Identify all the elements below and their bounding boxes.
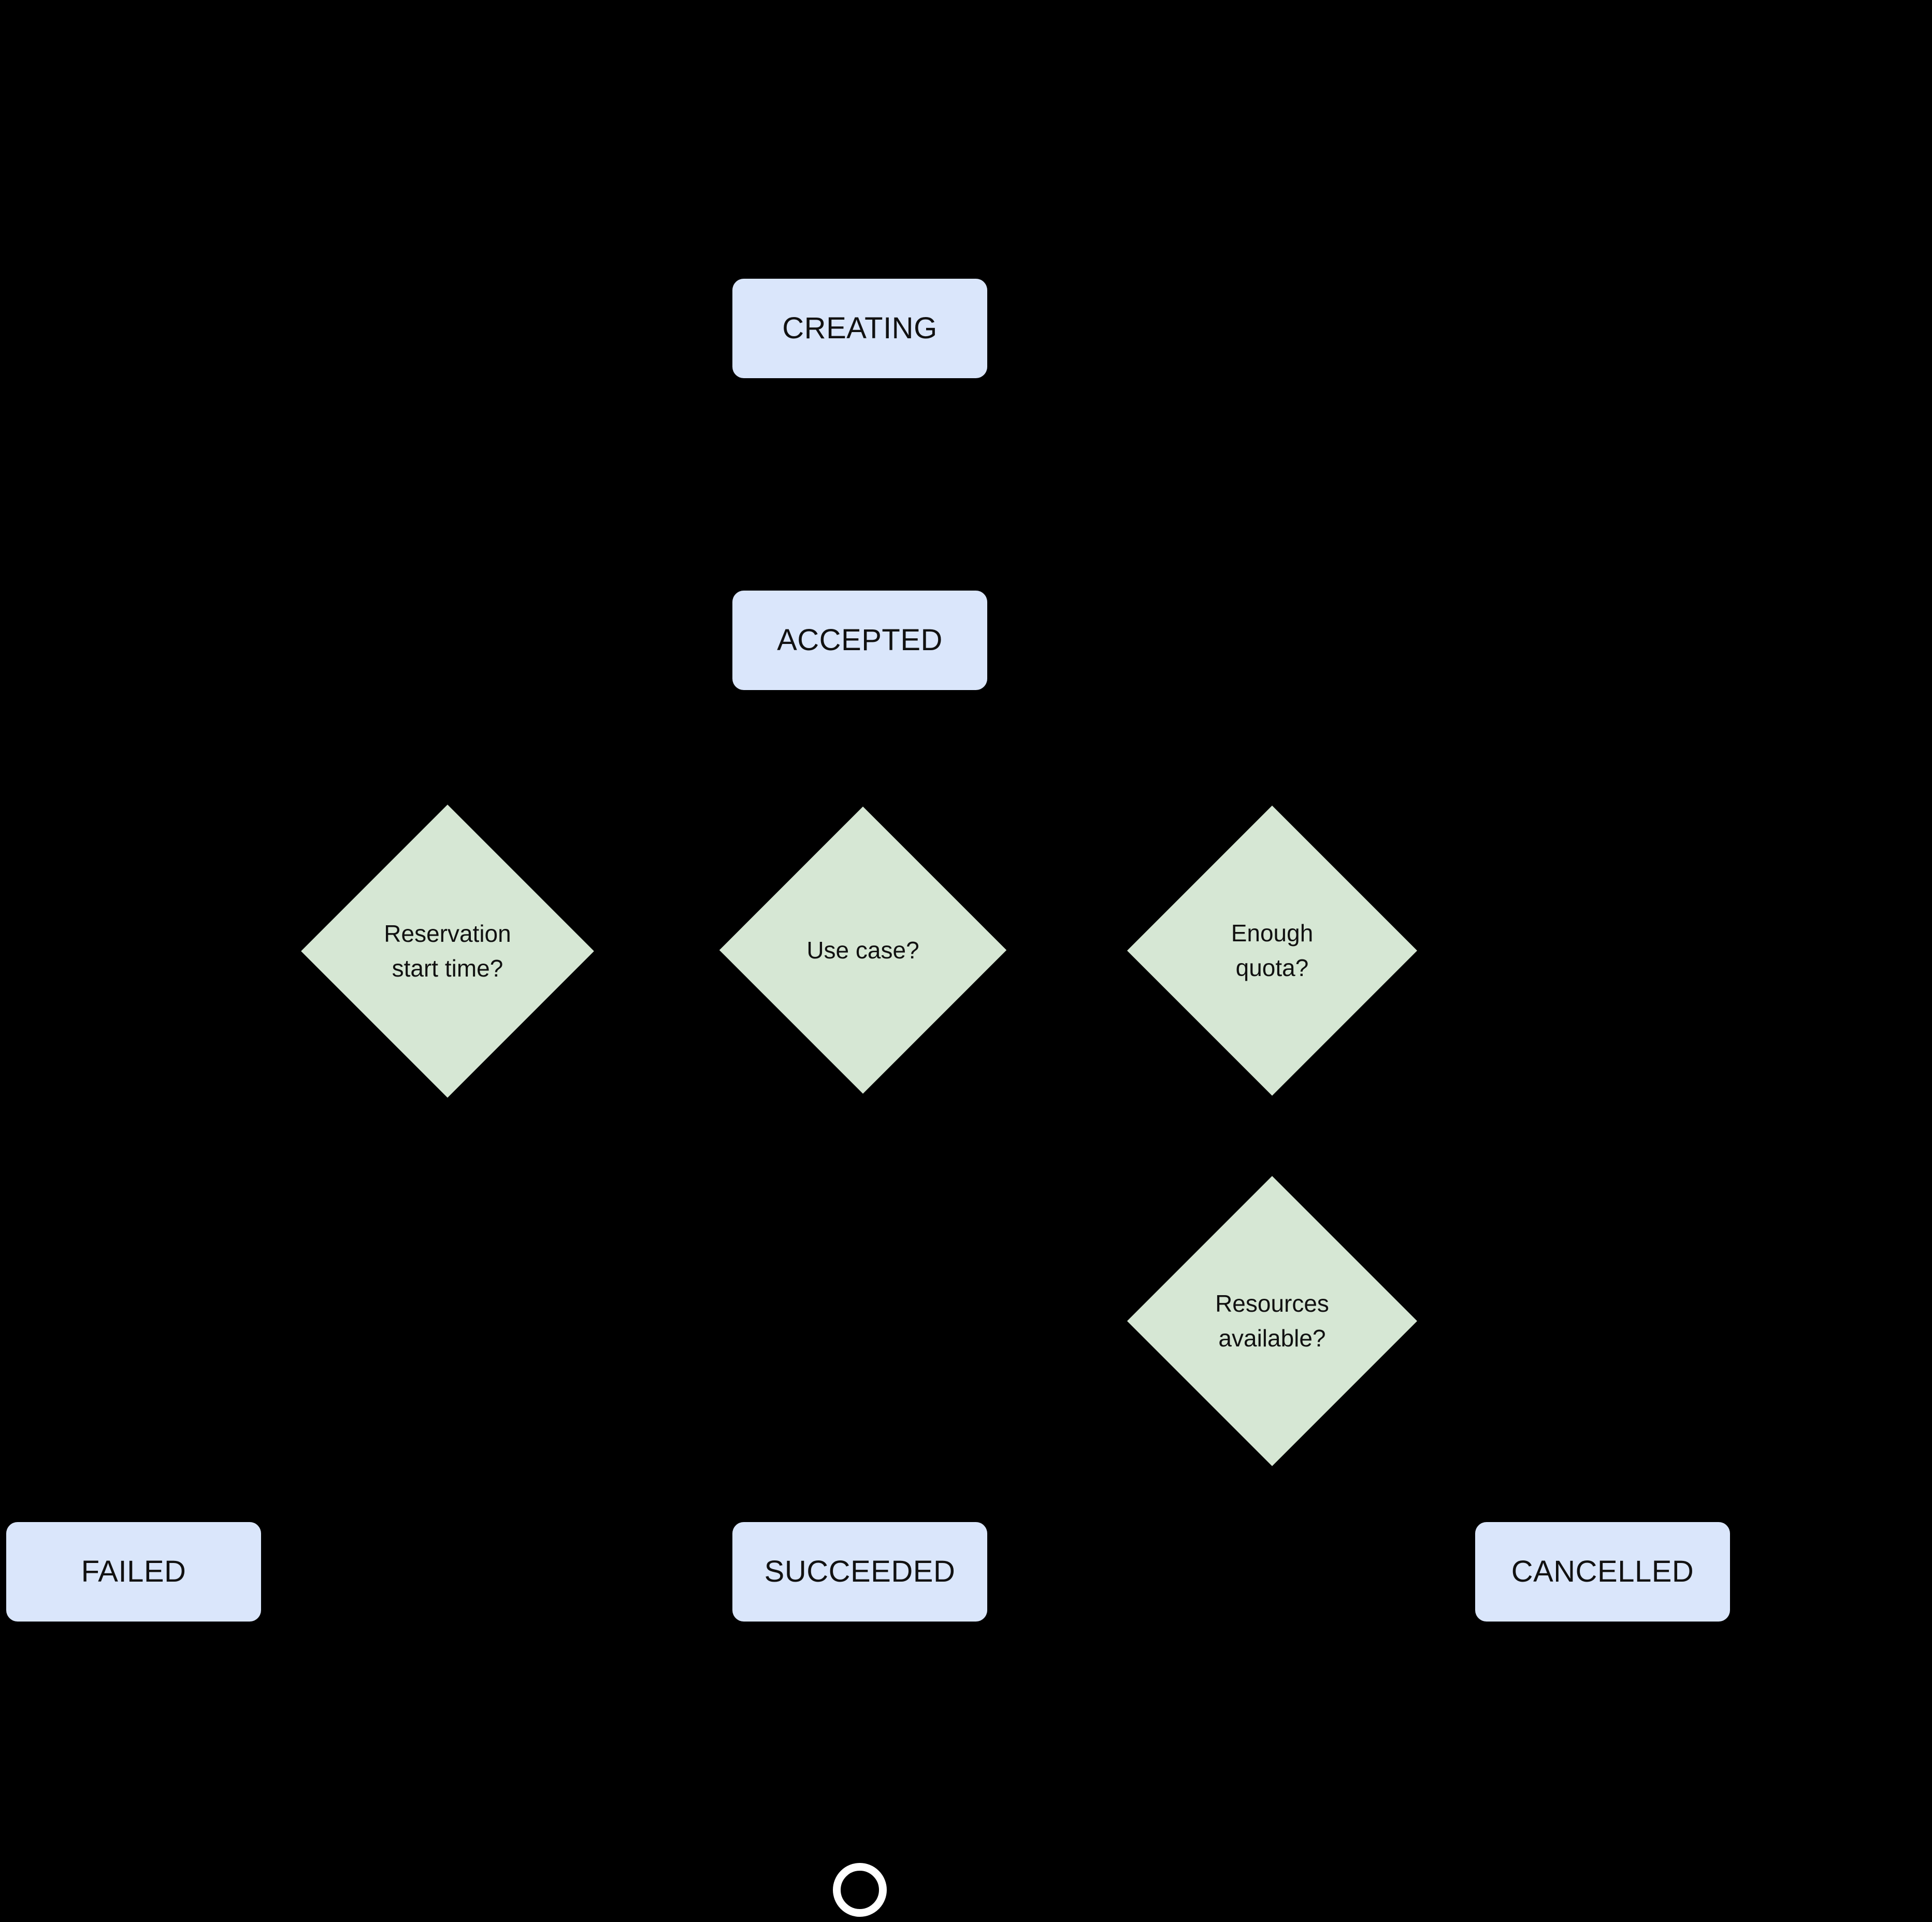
edge-accepted-to-enough-quota <box>858 690 1293 852</box>
decision-node-resources-available[interactable]: Resources available? <box>1127 1175 1418 1467</box>
diamond-shape <box>1127 1175 1418 1467</box>
diamond-shape <box>719 806 1007 1094</box>
decision-node-enough-quota[interactable]: Enough quota? <box>1127 805 1418 1096</box>
edge-reservation-start-time-to-failed <box>113 1055 450 1526</box>
diamond-shape <box>301 805 594 1098</box>
state-node-cancelled[interactable]: CANCELLED <box>1475 1522 1730 1622</box>
state-node-succeeded[interactable]: SUCCEEDED <box>732 1522 987 1622</box>
decision-node-reservation-start-time[interactable]: Reservation start time? <box>301 805 594 1098</box>
decision-node-use-case[interactable]: Use case? <box>719 806 1007 1094</box>
diamond-shape <box>1127 805 1418 1096</box>
state-node-accepted[interactable]: ACCEPTED <box>732 591 987 690</box>
terminal-end-circle[interactable] <box>833 1863 887 1917</box>
edge-accepted-to-reservation-start-time <box>427 690 862 852</box>
state-node-failed[interactable]: FAILED <box>6 1522 261 1622</box>
state-node-creating[interactable]: CREATING <box>732 279 987 378</box>
edge-resources-available-to-cancelled <box>1270 1424 1623 1526</box>
